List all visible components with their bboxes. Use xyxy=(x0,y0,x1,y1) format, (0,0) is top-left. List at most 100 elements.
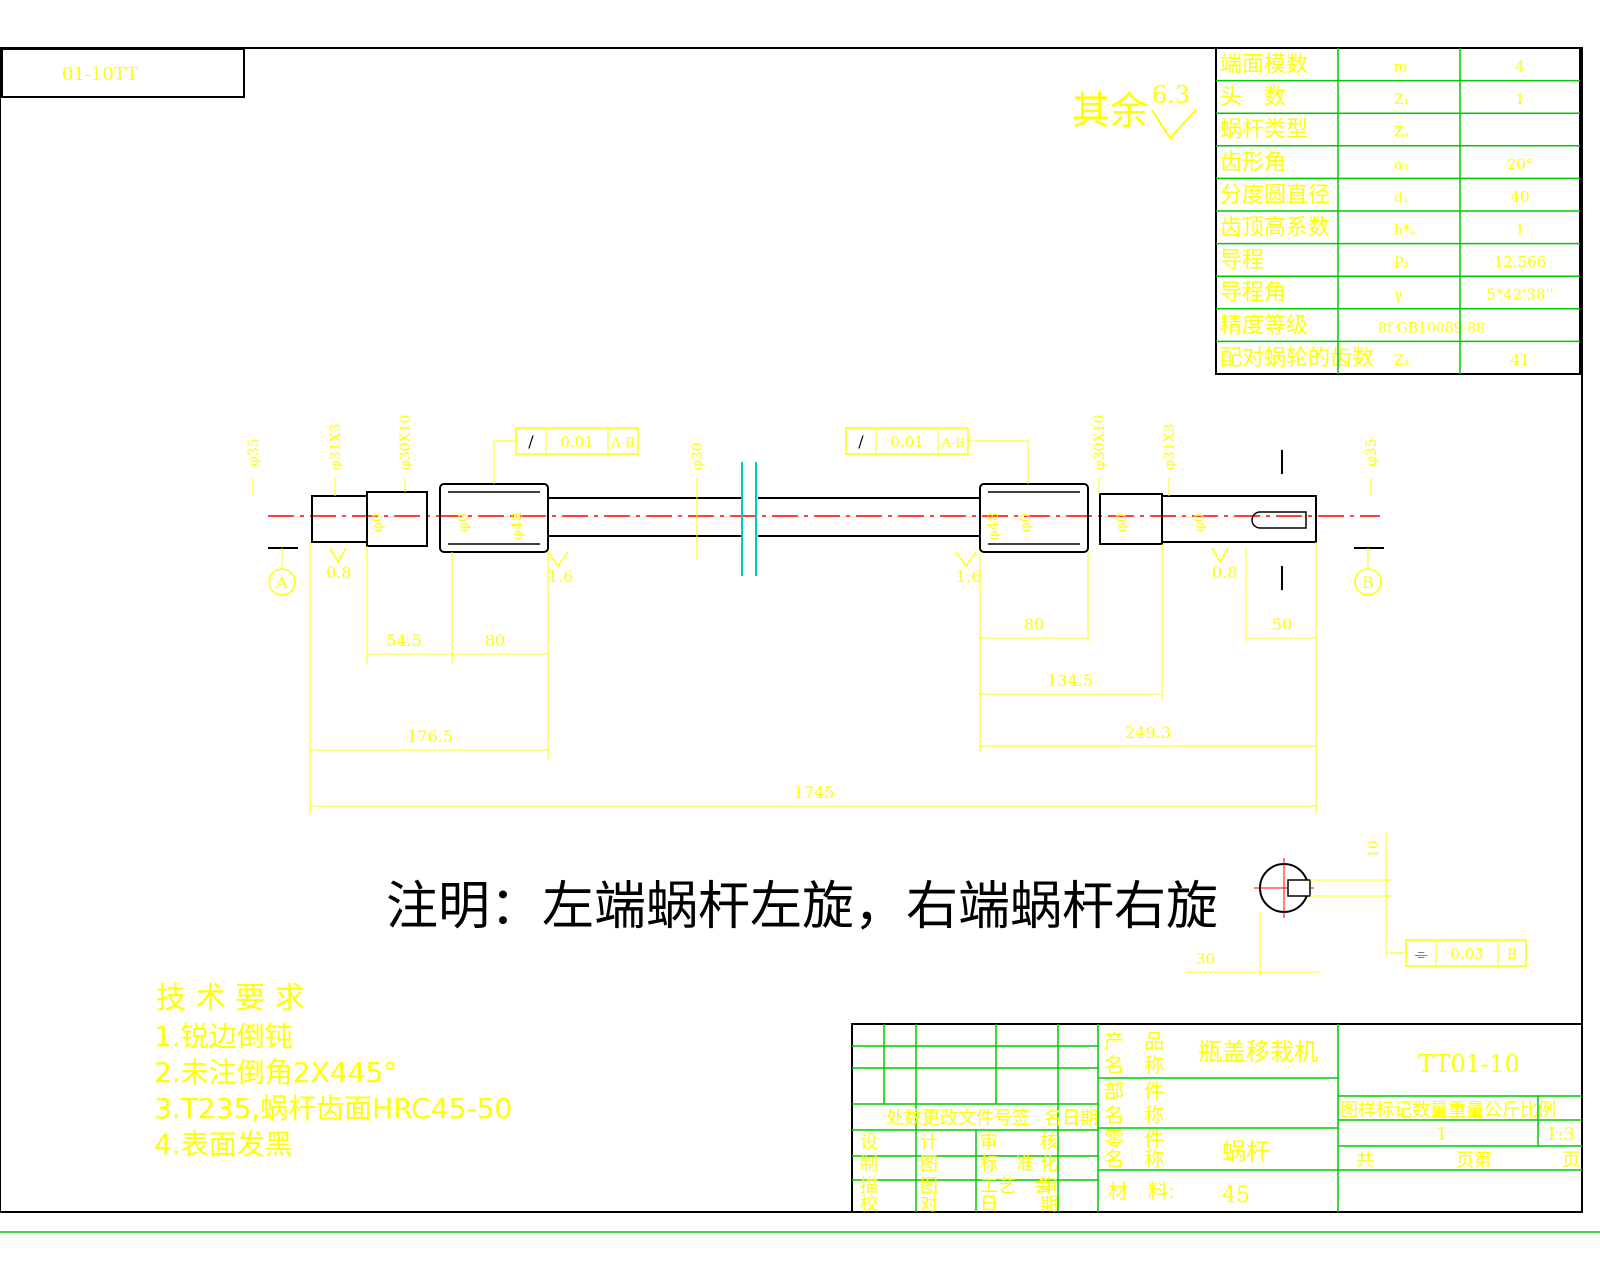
material: 45 xyxy=(1222,1183,1250,1208)
dim-value: 80 xyxy=(485,631,505,650)
param-symbol: 8f GB10089-88 xyxy=(1378,320,1485,336)
param-name: 分度圆直径 xyxy=(1220,183,1330,208)
dia-label: φ0 xyxy=(370,513,386,532)
keyway-section: 10 30 ⌯ 0.03 B xyxy=(1186,832,1527,976)
tb-label: 名 称 xyxy=(1104,1053,1164,1077)
signature-label: 图 xyxy=(920,1176,938,1197)
signature-label: 校 xyxy=(860,1194,878,1215)
signature-label: 描 xyxy=(860,1176,878,1197)
dia-label: φ0 xyxy=(456,513,472,532)
tech-title: 技 术 要 求 xyxy=(156,981,305,1016)
left-journal xyxy=(311,495,368,543)
tolerance-frame-right[interactable]: / 0.01 A-B xyxy=(845,427,1029,484)
dim-value: 249.3 xyxy=(1125,723,1171,742)
tb-label: 名 称 xyxy=(1104,1103,1164,1127)
param-name: 齿顶高系数 xyxy=(1220,215,1330,240)
tolerance-frame-left[interactable]: / 0.01 A-B xyxy=(493,427,639,484)
param-symbol: Z₁ xyxy=(1394,92,1409,108)
dia-label: φ30 xyxy=(690,442,706,470)
quantity: 1 xyxy=(1436,1124,1447,1145)
param-value: 40 xyxy=(1510,188,1529,206)
worm-shaft xyxy=(268,450,1380,590)
datum-b: B xyxy=(1354,547,1384,596)
param-value: 12.566 xyxy=(1494,253,1547,271)
signature-label: 化 xyxy=(1040,1154,1058,1175)
runout-symbol-icon: / xyxy=(858,432,864,451)
param-name: 头 数 xyxy=(1220,85,1286,110)
param-symbol: m xyxy=(1394,59,1407,75)
signature-label: 对 xyxy=(920,1194,938,1215)
rev-header: 处数更改文件号签 xyxy=(886,1108,1030,1129)
tech-item: 4.表面发黑 xyxy=(154,1128,293,1161)
tech-item: 3.T235,蜗杆齿面HRC45-50 xyxy=(154,1092,512,1125)
param-value: 1 xyxy=(1515,220,1525,238)
roughness-value: 1.6 xyxy=(956,567,981,586)
signature-label: 日 xyxy=(980,1194,998,1215)
signature-label: 审 xyxy=(980,1132,998,1153)
dia-label: φ31X3 xyxy=(1162,424,1178,471)
drawing-note: 注明：左端蜗杆左旋，右端蜗杆右旋 xyxy=(386,877,1218,937)
key-angle: 30 xyxy=(1196,950,1215,968)
signature-label: 设 xyxy=(860,1132,878,1153)
datum-a: A xyxy=(268,547,298,596)
dim-value: 50 xyxy=(1272,615,1292,634)
signature-label: 工艺 xyxy=(980,1176,1016,1197)
signature-label: 审 xyxy=(1040,1176,1058,1197)
dia-label: φ35 xyxy=(246,438,262,466)
param-symbol: γ xyxy=(1394,288,1402,304)
surface-value: 6.3 xyxy=(1152,81,1190,109)
param-value: 1 xyxy=(1515,90,1525,108)
signature-label: 制 xyxy=(860,1154,878,1175)
key-depth: 10 xyxy=(1366,840,1382,858)
roughness-value: 0.8 xyxy=(326,563,351,582)
technical-requirements: 技 术 要 求 1.锐边倒钝 2.未注倒角2X445° 3.T235,蜗杆齿面H… xyxy=(154,981,512,1161)
corner-code: 01-10TT xyxy=(62,64,138,85)
tech-item: 2.未注倒角2X445° xyxy=(154,1056,397,1089)
tb-label: 产 品 xyxy=(1104,1029,1164,1053)
tb-label: 名 称 xyxy=(1104,1147,1164,1171)
runout-symbol-icon: / xyxy=(528,432,534,451)
tol-datum: A-B xyxy=(940,436,964,451)
dim-value: 1745 xyxy=(794,783,835,802)
right-worm-thread xyxy=(979,483,1089,553)
tol-value: 0.01 xyxy=(560,433,593,451)
right-bearing-seat xyxy=(1099,493,1163,545)
dia-label: φ48 xyxy=(986,512,1002,540)
signature-label: 图 xyxy=(920,1154,938,1175)
symmetry-symbol-icon: ⌯ xyxy=(1415,944,1428,963)
surface-finish-note: 其余 6.3 xyxy=(1072,81,1197,140)
param-symbol: Zₐ xyxy=(1394,125,1410,141)
param-name: 导程 xyxy=(1220,248,1264,273)
param-value: 20° xyxy=(1507,155,1534,173)
tech-item: 1.锐边倒钝 xyxy=(154,1020,293,1053)
tol-value: 0.03 xyxy=(1450,945,1483,963)
param-symbol: d₁ xyxy=(1394,190,1409,206)
datum-label: A xyxy=(275,573,288,592)
info-header: 图样标记数量重量公斤比例 xyxy=(1340,1100,1556,1121)
param-value: 41 xyxy=(1510,351,1529,369)
param-name: 蜗杆类型 xyxy=(1220,118,1308,143)
drawing-border xyxy=(0,47,1583,1213)
product-name: 瓶盖移栽机 xyxy=(1198,1038,1318,1066)
dia-label: φ31X3 xyxy=(328,424,344,471)
dim-value: 80 xyxy=(1024,615,1044,634)
param-name: 精度等级 xyxy=(1220,313,1308,338)
roughness-symbol-icon xyxy=(1151,109,1197,140)
tol-datum: B xyxy=(1507,947,1517,963)
page-label: 页第 xyxy=(1456,1150,1492,1171)
scale: 1:3 xyxy=(1546,1124,1575,1145)
dia-label: φ0 xyxy=(1114,513,1130,532)
tolerance-frame-keyway[interactable]: ⌯ 0.03 B xyxy=(1385,939,1527,967)
dim-value: 134.5 xyxy=(1047,671,1093,690)
diameter-labels: φ35 φ31X3 φ30X10 φ30 φ30X10 φ31X3 φ35 φ0… xyxy=(246,415,1380,540)
roughness-value: 1.6 xyxy=(548,567,573,586)
dimension-lines xyxy=(309,542,1317,814)
signature-labels: 设计审核制图标准化描图工艺会审校对日期 xyxy=(860,1132,1058,1215)
drawing-number: TT01-10 xyxy=(1418,1050,1520,1078)
rev-header: 名日期 xyxy=(1044,1108,1098,1129)
dia-label: φ0 xyxy=(1192,513,1208,532)
param-symbol: P₂ xyxy=(1394,255,1409,271)
dia-label: φ30X10 xyxy=(1092,415,1108,470)
keyway xyxy=(1251,511,1307,529)
param-value: 5°42'38'' xyxy=(1486,286,1554,304)
